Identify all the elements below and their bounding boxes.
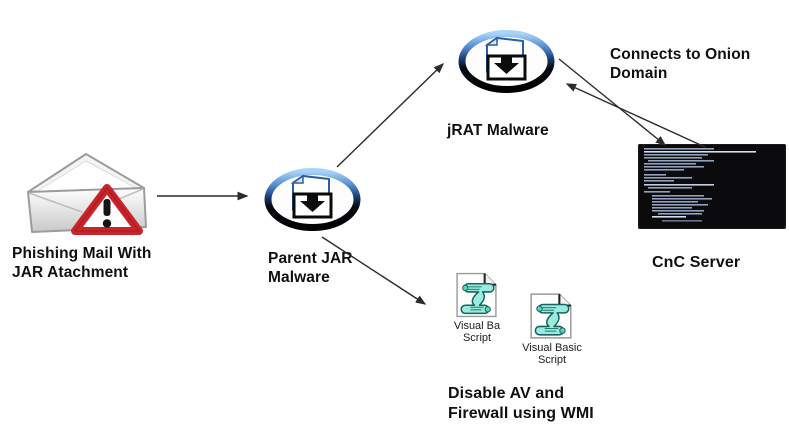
phishing-mail-label: Phishing Mail With JAR Atachment [12, 244, 151, 282]
wmi-note-line2: Firewall using WMI [448, 405, 594, 422]
onion-annotation-line2: Domain [610, 65, 668, 82]
parent-jar-label-line1: Parent JAR [268, 250, 353, 267]
vbscript-icon-2-caption-line1: Visual Basic [522, 342, 582, 354]
vbscript-icon-2-caption-line2: Script [537, 353, 567, 366]
wmi-note-label: Disable AV and Firewall using WMI [448, 384, 594, 424]
wmi-note-line1: Disable AV and [448, 385, 565, 402]
jrat-label: jRAT Malware [447, 121, 549, 140]
phishing-mail-label-line1: Phishing Mail With [12, 245, 152, 262]
terminal-text-lines [644, 148, 756, 222]
vbscript-icon-2-caption: Visual Basic Script [512, 342, 592, 366]
jrat-icon [458, 30, 555, 93]
warning-triangle-icon [71, 184, 143, 235]
cnc-server-label: CnC Server [652, 253, 740, 272]
vbscript-icon-1-caption-line1: Visual Ba [453, 320, 501, 332]
arrow-parentjar-to-jrat [336, 63, 445, 168]
jrat-label-line1: jRAT Malware [447, 122, 549, 139]
arrow-cnc-to-jrat [565, 83, 706, 148]
terminal-screenshot [638, 144, 786, 229]
parent-jar-icon [264, 168, 361, 231]
vbscript-icon-2 [530, 293, 572, 339]
onion-annotation-line1: Connects to Onion [610, 46, 751, 63]
vbscript-icon-1-caption: Visual Ba Script [444, 320, 510, 344]
onion-annotation: Connects to Onion Domain [610, 45, 750, 83]
parent-jar-label: Parent JAR Malware [268, 249, 353, 287]
cnc-server-label-line1: CnC Server [652, 254, 741, 271]
parent-jar-label-line2: Malware [268, 269, 330, 286]
phishing-mail-label-line2: JAR Atachment [12, 264, 129, 281]
vbscript-icon-1 [456, 272, 497, 318]
vbscript-icon-1-caption-line2: Script [462, 331, 492, 344]
